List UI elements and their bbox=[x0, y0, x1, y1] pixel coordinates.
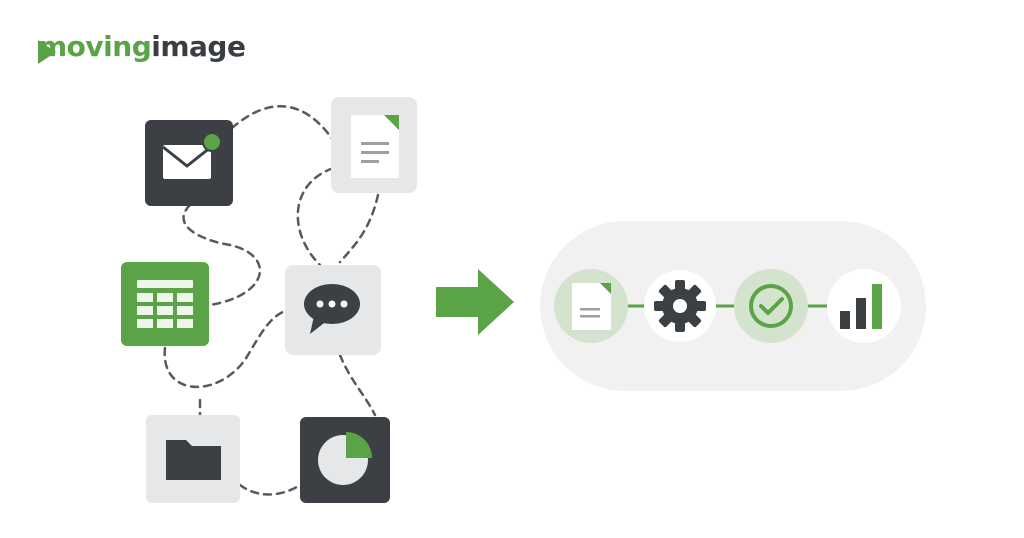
tile-spreadsheet[interactable] bbox=[121, 262, 209, 346]
wordmark-moving: moving bbox=[38, 30, 152, 63]
connector-email-document bbox=[230, 105, 335, 142]
bar-chart-icon bbox=[840, 284, 882, 329]
pipeline-step-ingest[interactable] bbox=[554, 269, 628, 343]
pipeline-step-process[interactable] bbox=[644, 270, 716, 342]
document-icon bbox=[351, 115, 399, 178]
connector-folder-report bbox=[238, 483, 302, 496]
pipeline-panel bbox=[540, 221, 926, 391]
brand-logo[interactable]: movingimage bbox=[36, 26, 246, 68]
document-icon bbox=[572, 283, 611, 330]
tile-chat[interactable] bbox=[285, 265, 381, 355]
connector-spreadsheet-chat bbox=[163, 308, 290, 389]
checkmark-icon bbox=[749, 284, 793, 328]
brand-wordmark: movingimage bbox=[38, 30, 246, 63]
connector-document-chat bbox=[296, 163, 347, 267]
tile-email[interactable] bbox=[145, 120, 233, 206]
envelope-icon bbox=[162, 145, 212, 179]
folder-icon bbox=[166, 440, 221, 480]
connector-lines bbox=[163, 105, 380, 496]
pie-chart-icon bbox=[318, 432, 372, 485]
pipeline-step-analytics[interactable] bbox=[827, 269, 901, 343]
connector-document-chat-2 bbox=[338, 193, 380, 264]
right-arrow-icon bbox=[436, 269, 514, 335]
tile-folder[interactable] bbox=[146, 415, 240, 503]
connector-chat-report bbox=[338, 353, 377, 417]
tile-document[interactable] bbox=[331, 97, 417, 193]
gear-icon bbox=[654, 280, 706, 332]
spreadsheet-icon bbox=[137, 280, 193, 328]
tile-report[interactable] bbox=[300, 417, 390, 503]
chat-bubble-icon bbox=[304, 284, 360, 334]
notification-dot-icon bbox=[202, 132, 222, 152]
pipeline-step-verify[interactable] bbox=[734, 269, 808, 343]
connector-email-spreadsheet bbox=[182, 203, 262, 307]
wordmark-image: image bbox=[151, 30, 246, 63]
play-triangle-icon bbox=[38, 40, 56, 64]
